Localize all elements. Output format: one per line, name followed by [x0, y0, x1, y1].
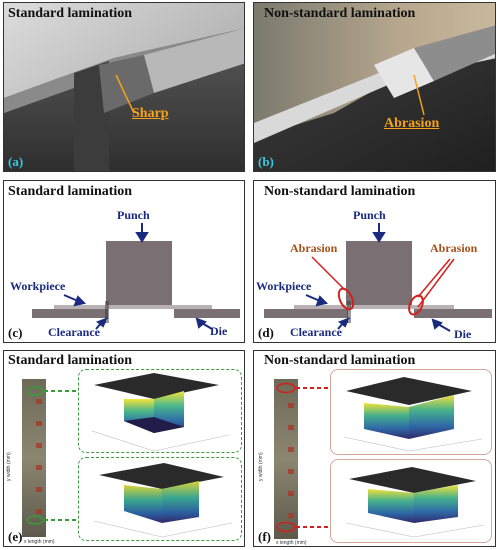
left-die-shape-d: [264, 309, 348, 318]
panel-d-diagram: Non-standard lamination Punch Abrasion A…: [253, 180, 496, 343]
ylabel-e: y width (mm): [6, 452, 12, 481]
plot-frame-f-top: [330, 369, 492, 455]
workpiece-shape-d: [294, 305, 454, 309]
surface-plot-f-top: [343, 377, 483, 452]
abrasion-ellipse-right: [408, 294, 424, 316]
non-standard-surface-figure: [274, 377, 485, 539]
clearance-label-d: Clearance: [290, 325, 342, 339]
non-standard-tooling-diagram: [264, 223, 492, 332]
panel-b-title: Non-standard lamination: [264, 6, 416, 21]
abrasion-label-left: Abrasion: [290, 241, 338, 255]
die-label-c: Die: [210, 324, 228, 338]
panel-f-title: Non-standard lamination: [264, 353, 416, 368]
abrasion-label-right: Abrasion: [430, 241, 478, 255]
plot-frame-e-bottom: [78, 457, 242, 541]
panel-a-label: (a): [8, 154, 24, 169]
standard-surface-figure: [22, 373, 233, 538]
sharp-edge-photo: [4, 3, 244, 171]
surface-plot-f-bottom: [345, 467, 485, 538]
clearance-label-c: Clearance: [48, 325, 100, 339]
die-label-d: Die: [454, 327, 472, 341]
right-die-shape: [174, 309, 240, 318]
panel-f-label: (f): [258, 529, 271, 544]
ylabel-f: y width (mm): [258, 452, 264, 481]
panel-e-title: Standard lamination: [8, 353, 133, 368]
sharp-label: Sharp: [132, 106, 169, 121]
panel-c-diagram: Standard lamination Punch Workpiece Clea…: [3, 180, 245, 343]
panel-e-surface-plots: Standard lamination: [3, 350, 245, 547]
xlabel-f: x length (mm): [276, 540, 307, 546]
workpiece-label-d: Workpiece: [256, 279, 312, 293]
left-die-shape: [32, 309, 108, 318]
right-die-shape-d: [414, 309, 492, 318]
surface-plot-e-top: [91, 373, 230, 452]
punch-shape: [106, 241, 172, 309]
abrasion-photo-label: Abrasion: [384, 116, 440, 131]
panel-c-label: (c): [8, 325, 23, 340]
punch-label-c: Punch: [117, 208, 150, 222]
surface-plot-e-bottom: [93, 463, 233, 538]
panel-f-surface-plots: Non-standard lamination: [253, 350, 496, 547]
plot-frame-e-top: [78, 369, 242, 453]
panel-b-photo: Non-standard lamination Abrasion (b): [253, 2, 496, 172]
panel-a-photo: Standard lamination Sharp (a): [3, 2, 245, 172]
punch-shape-d: [346, 241, 412, 309]
plot-frame-f-bottom: [330, 459, 492, 543]
standard-tooling-diagram: [32, 223, 240, 330]
specimen-strip-e: [22, 379, 46, 537]
panel-e-label: (e): [8, 529, 23, 544]
workpiece-shape: [54, 305, 212, 309]
panel-b-label: (b): [258, 154, 274, 169]
abrasion-ellipse-left: [337, 287, 355, 311]
abrasion-photo: [254, 3, 495, 171]
workpiece-label-c: Workpiece: [10, 279, 66, 293]
xlabel-e: x length (mm): [24, 539, 55, 545]
panel-d-label: (d): [258, 325, 274, 340]
panel-c-title: Standard lamination: [8, 184, 133, 199]
panel-d-title: Non-standard lamination: [264, 184, 416, 199]
punch-label-d: Punch: [353, 208, 386, 222]
panel-a-title: Standard lamination: [8, 6, 133, 21]
specimen-strip-f: [274, 379, 298, 539]
